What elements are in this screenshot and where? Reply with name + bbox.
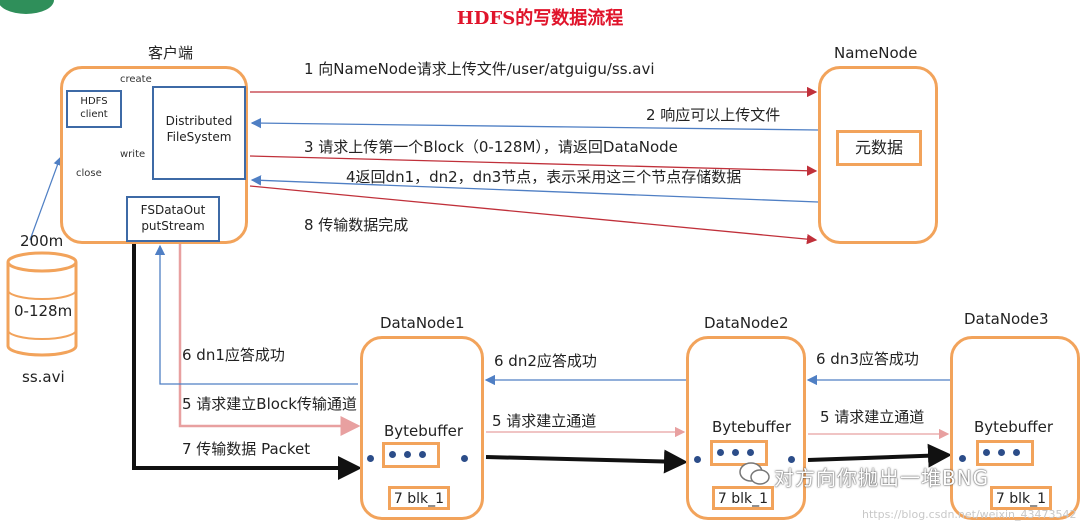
msg-request-channel: 5 请求建立Block传输通道	[182, 395, 357, 413]
datanode2-label: DataNode2	[704, 314, 789, 332]
msg-request-block: 3 请求上传第一个Block（0-128M），请返回DataNode	[304, 138, 678, 156]
packet-dot	[998, 449, 1005, 456]
arrow-response-upload	[250, 117, 819, 131]
file-name-label: ss.avi	[22, 368, 65, 386]
file-block-label: 0-128m	[14, 302, 73, 320]
fsdataoutputstream-box: FSDataOut putStream	[126, 196, 220, 242]
datanode3-label: DataNode3	[964, 310, 1049, 328]
arrow-return-datanodes	[250, 175, 819, 203]
arrow-packet-dn2	[485, 449, 688, 474]
msg-packet: 7 传输数据 Packet	[182, 440, 311, 458]
msg-request-channel-dn3: 5 请求建立通道	[820, 408, 925, 426]
packet-dot	[419, 451, 426, 458]
watermark-text: 对方向你抛出一堆BNG	[774, 466, 990, 490]
namenode-label: NameNode	[834, 44, 918, 62]
packet-dot	[732, 449, 739, 456]
datanode2-bytebuffer-label: Bytebuffer	[712, 418, 792, 436]
msg-dn3-ack: 6 dn3应答成功	[816, 350, 919, 368]
arrow-transfer-done	[249, 185, 818, 245]
msg-request-channel-dn2: 5 请求建立通道	[492, 412, 597, 430]
arrow-request-block	[249, 155, 818, 176]
packet-dot	[694, 456, 701, 463]
datanode1-label: DataNode1	[380, 314, 465, 332]
metadata-box: 元数据	[836, 130, 922, 166]
packet-dot	[367, 455, 374, 462]
packet-dot	[959, 455, 966, 462]
arrow-file-to-client	[29, 156, 62, 241]
datanode1-blk-box: 7 blk_1	[388, 486, 450, 510]
msg-transfer-done: 8 传输数据完成	[304, 216, 409, 234]
packet-dot	[983, 449, 990, 456]
packet-dot	[389, 451, 396, 458]
file-cylinder	[6, 251, 78, 357]
client-label: 客户端	[148, 44, 194, 62]
datanode2-blk-box: 7 blk_1	[712, 486, 774, 510]
packet-dot	[461, 455, 468, 462]
page-title: HDFS的写数据流程	[456, 8, 624, 29]
datanode2-packet-box	[710, 440, 768, 466]
packet-dot	[717, 449, 724, 456]
msg-dn1-ack: 6 dn1应答成功	[182, 346, 285, 364]
packet-dot	[788, 456, 795, 463]
write-label: write	[120, 149, 146, 160]
packet-dot	[1013, 449, 1020, 456]
arrow-packet-transfer	[132, 244, 362, 480]
packet-dot	[404, 451, 411, 458]
arrow-request-channel-dn1	[178, 244, 361, 436]
datanode3-bytebuffer-label: Bytebuffer	[974, 418, 1054, 436]
msg-return-datanodes: 4返回dn1，dn2，dn3节点，表示采用这三个节点存储数据	[346, 168, 742, 186]
packet-dot	[747, 449, 754, 456]
file-size-label: 200m	[20, 232, 64, 250]
datanode1-bytebuffer-label: Bytebuffer	[384, 422, 464, 440]
msg-request-upload: 1 向NameNode请求上传文件/user/atguigu/ss.avi	[304, 60, 655, 78]
datanode3-blk-box: 7 blk_1	[990, 486, 1052, 510]
arrow-dn1-ack	[154, 244, 358, 385]
hdfs-client-box: HDFS client	[66, 90, 122, 128]
arrow-packet-dn3	[807, 443, 952, 468]
source-url: https://blog.csdn.net/weixin_43473542	[862, 508, 1077, 521]
wechat-icon	[738, 460, 772, 492]
create-label: create	[120, 74, 152, 85]
close-label: close	[76, 168, 102, 179]
distributed-filesystem-box: Distributed FileSystem	[152, 86, 246, 180]
msg-response-upload: 2 响应可以上传文件	[646, 106, 781, 124]
msg-dn2-ack: 6 dn2应答成功	[494, 352, 597, 370]
